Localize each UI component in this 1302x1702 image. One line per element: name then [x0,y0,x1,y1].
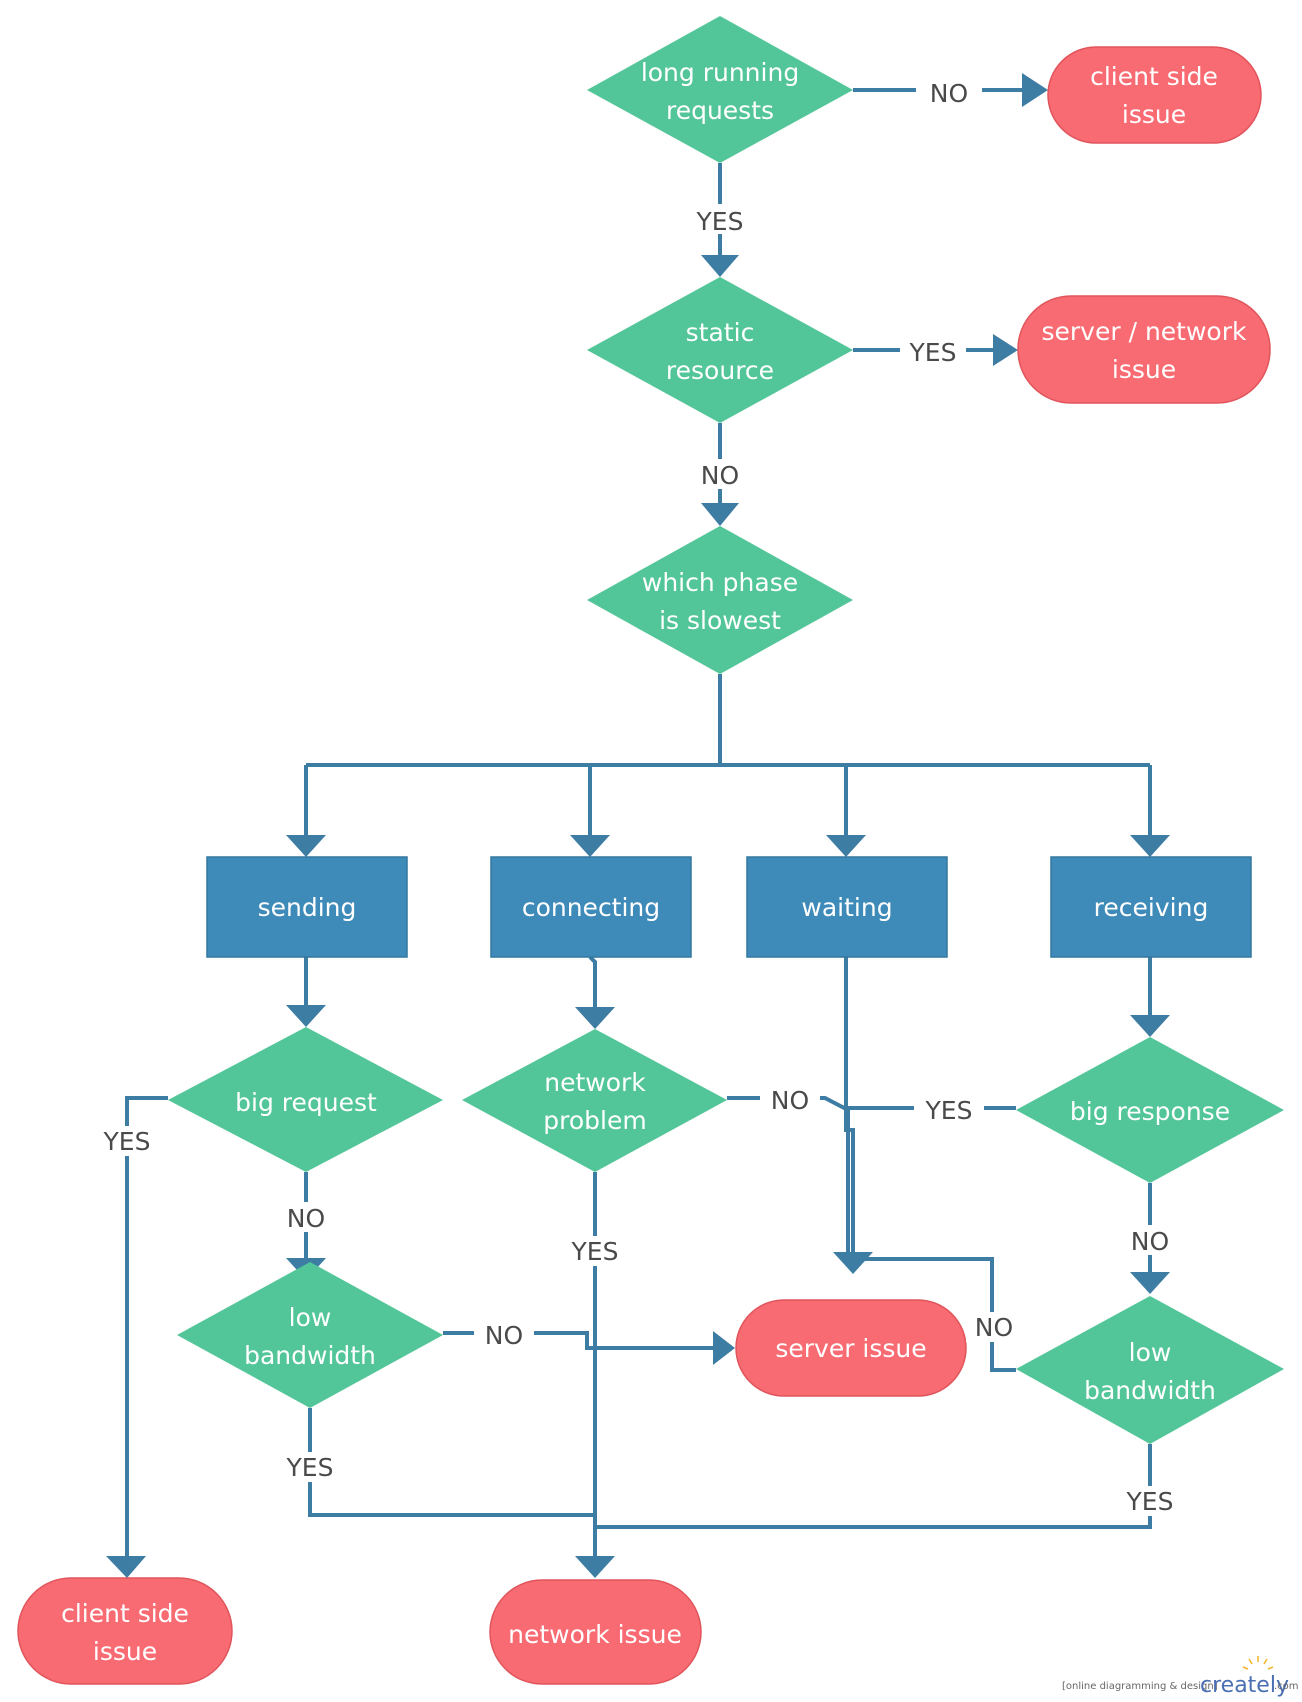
edge-label-long-running-yes: YES [696,207,744,236]
node-label: server issue [775,1334,926,1363]
edge-arrowhead [701,255,739,277]
decision-which-phase-is-slowest[interactable]: which phase is slowest [587,526,853,674]
decision-static-resource[interactable]: static resource [587,277,853,423]
decision-low-bandwidth-left[interactable]: low bandwidth [177,1262,443,1408]
sun-icon [1242,1656,1274,1670]
node-label: issue [93,1637,157,1666]
edge-arrowhead [1022,73,1048,107]
edge-label-static-yes: YES [909,338,957,367]
node-label: network issue [508,1620,682,1649]
edge-arrowhead [106,1556,146,1578]
node-label: client side [1090,62,1218,91]
node-label: bandwidth [1084,1376,1216,1405]
terminal-server-issue[interactable]: server issue [735,1299,967,1397]
decision-network-problem[interactable]: network problem [462,1029,727,1172]
edge-arrowhead [993,334,1018,366]
process-connecting[interactable]: connecting [490,856,692,958]
edge-label-big-request-no: NO [287,1204,325,1233]
watermark-tagline: [online diagramming & design] [1062,1681,1218,1692]
edge-arrowhead [1130,835,1170,857]
edge-arrowhead [575,1556,615,1578]
edge-label-network-problem-yes: YES [571,1237,619,1266]
process-sending[interactable]: sending [206,856,408,958]
watermark-brand: creately [1200,1673,1289,1698]
node-label: static [686,318,755,347]
edge-label-low-bw-left-yes: YES [286,1453,334,1482]
node-label: big request [235,1088,377,1117]
node-label: issue [1112,355,1176,384]
edge-label-static-no: NO [701,461,739,490]
terminal-network-issue[interactable]: network issue [489,1579,702,1685]
node-label: which phase [642,568,798,597]
edge-arrowhead [713,1331,735,1365]
edge-label-big-response-no: NO [1131,1227,1169,1256]
node-label: server / network [1042,317,1248,346]
edge-low-bw-left-yes [308,1408,595,1517]
terminal-client-side-issue-top[interactable]: client side issue [1047,46,1262,144]
node-label: big response [1070,1097,1230,1126]
node-label: issue [1122,100,1186,129]
edge-arrowhead [833,1252,873,1274]
edge-arrowhead [286,1005,326,1027]
edge-label-low-bw-left-no: NO [485,1321,523,1350]
node-label: network [544,1068,646,1097]
edge-arrowhead [1130,1015,1170,1037]
edge-which-phase-branch [304,674,1152,835]
edge-arrowhead [1130,1272,1170,1294]
edge-arrowhead [701,503,739,526]
nodes: long running requests client side issue … [17,16,1284,1685]
edge-arrowhead [826,835,866,857]
node-label: waiting [801,893,892,922]
node-label: low [289,1303,332,1332]
edge-big-request-yes [125,1096,168,1556]
edge-label-low-bw-right-yes: YES [1126,1487,1174,1516]
edge-arrowhead [575,1007,615,1029]
edge-waiting-to-server [844,957,855,1252]
edge-label-network-problem-no: NO [771,1086,809,1115]
node-label: problem [543,1106,646,1135]
node-label: client side [61,1599,189,1628]
decision-long-running-requests[interactable]: long running requests [587,16,853,163]
edge-label-big-response-yes: YES [925,1096,973,1125]
edge-connecting-to-network-problem [588,955,597,1007]
node-label: low [1129,1338,1172,1367]
edge-arrowhead [286,835,326,857]
decision-big-response[interactable]: big response [1016,1037,1284,1183]
node-label: is slowest [659,606,781,635]
node-label: long running [641,58,799,87]
watermark-tld: .com [1274,1681,1299,1692]
process-receiving[interactable]: receiving [1050,856,1252,958]
terminal-server-network-issue[interactable]: server / network issue [1017,295,1271,404]
edge-low-bw-right-yes [595,1444,1152,1529]
node-label: bandwidth [244,1341,376,1370]
edge-label-low-bw-right-no: NO [975,1313,1013,1342]
edge-label-big-request-yes: YES [103,1127,151,1156]
creately-watermark: [online diagramming & design] creately .… [1062,1656,1299,1698]
edge-label-long-running-no: NO [930,79,968,108]
edge-network-problem-no [727,1096,850,1252]
process-waiting[interactable]: waiting [746,856,948,958]
node-label: requests [666,96,774,125]
node-label: connecting [522,893,660,922]
node-label: receiving [1094,893,1209,922]
edge-labels: NO YES YES NO YES NO NO YES YES NO NO YE… [96,76,1182,1516]
node-label: sending [258,893,357,922]
terminal-client-side-issue-bottom[interactable]: client side issue [17,1577,233,1685]
decision-low-bandwidth-right[interactable]: low bandwidth [1016,1296,1284,1444]
decision-big-request[interactable]: big request [168,1027,443,1172]
node-label: resource [666,356,774,385]
edge-arrowhead [570,835,610,857]
